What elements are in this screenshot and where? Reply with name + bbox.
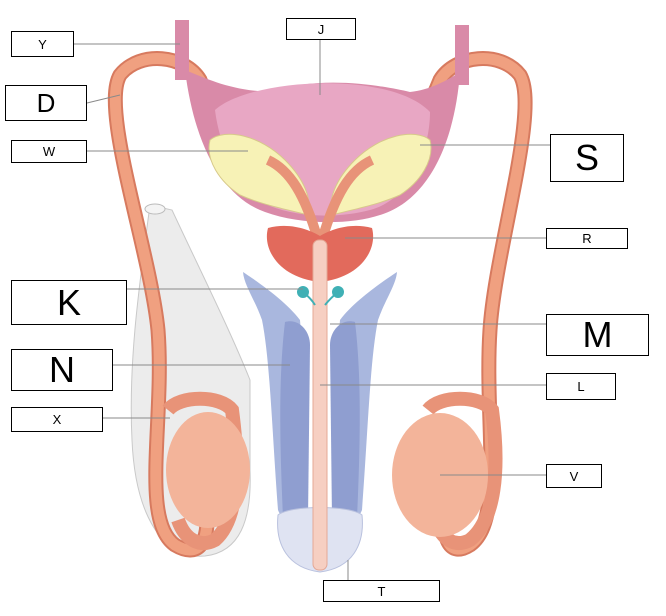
- right-epididymis: [422, 391, 503, 551]
- left-ureter: [175, 20, 189, 80]
- urethra: [312, 239, 328, 571]
- label-box-w: W: [11, 140, 87, 163]
- label-box-j: J: [286, 18, 356, 40]
- left-ejaculatory-duct: [265, 155, 323, 242]
- right-corpus-cavernosum: [330, 321, 360, 526]
- label-box-y: Y: [11, 31, 74, 57]
- right-ejaculatory-duct: [317, 155, 375, 242]
- leader-lines: [74, 40, 550, 582]
- right-ureter: [455, 25, 469, 85]
- label-box-m: M: [546, 314, 649, 356]
- label-box-d: D: [5, 85, 87, 121]
- left-cord-opening: [144, 203, 166, 215]
- left-testis: [166, 412, 250, 528]
- label-box-n: N: [11, 349, 113, 391]
- label-box-k: K: [11, 280, 127, 325]
- label-box-l: L: [546, 373, 616, 400]
- label-box-t: T: [323, 580, 440, 602]
- label-box-v: V: [546, 464, 602, 488]
- label-box-r: R: [546, 228, 628, 249]
- label-box-s: S: [550, 134, 624, 182]
- label-box-x: X: [11, 407, 103, 432]
- left-corpus-cavernosum: [280, 321, 310, 526]
